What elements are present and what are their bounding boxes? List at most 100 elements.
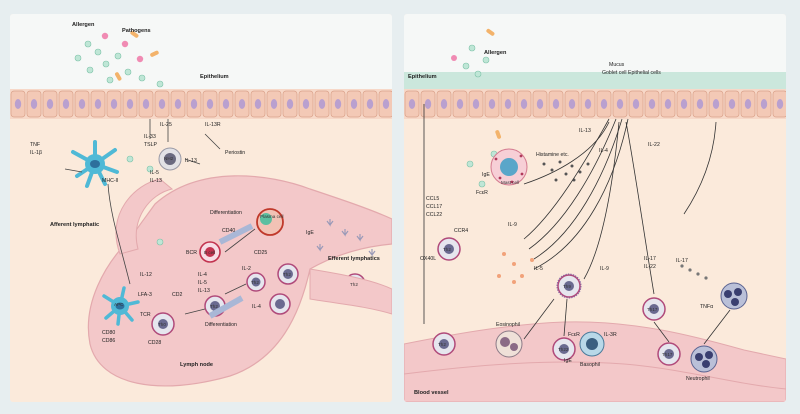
- label-il9b: IL-9: [600, 266, 609, 272]
- ige-antibodies: [316, 219, 376, 257]
- label-histamine: Histamine etc.: [536, 152, 569, 158]
- il17-dots: [680, 264, 708, 280]
- epithelial-nucleus: [488, 99, 496, 109]
- mucus-layer: [404, 72, 786, 90]
- label-cd40: CD40: [222, 228, 235, 234]
- epithelial-nucleus: [206, 99, 214, 109]
- differentiation-arrow-2: [208, 295, 244, 319]
- epithelial-nucleus: [382, 99, 390, 109]
- label-il25: IL-25: [160, 122, 172, 128]
- label-nh2: NH2: [164, 156, 174, 161]
- label-ccl17: CCL17: [426, 204, 442, 210]
- label-th17: Th17: [647, 307, 658, 312]
- left-panel-allergen-sensitization: Allergen Pathogens Epithelium TNF IL-1β …: [10, 14, 392, 402]
- label-il5-right: IL-5: [534, 266, 543, 272]
- epithelial-nucleus: [408, 99, 416, 109]
- label-bcell: B cell: [204, 250, 215, 255]
- apc-cell: [102, 286, 140, 326]
- epithelial-nucleus: [366, 99, 374, 109]
- label-tnfa: TNFα: [700, 304, 713, 310]
- epithelial-nucleus: [568, 99, 576, 109]
- epithelial-nucleus: [440, 99, 448, 109]
- label-il13r: IL-13R: [205, 122, 221, 128]
- epithelial-nucleus: [680, 99, 688, 109]
- label-cd2: CD2: [172, 292, 182, 298]
- epithelial-cells-right: [404, 90, 786, 118]
- epithelial-nucleus: [94, 99, 102, 109]
- label-diff1: Differentiation: [210, 210, 242, 216]
- label-il13-right: IL-13: [579, 128, 591, 134]
- epithelial-nucleus: [472, 99, 480, 109]
- label-th9: Th9: [563, 284, 571, 289]
- right-diagram: Epithelium Allergen Mucus Goblet cell Ep…: [404, 14, 786, 402]
- label-mast: Mast cell: [501, 180, 519, 185]
- label-lymph-node: Lymph node: [180, 362, 213, 368]
- label-pathogens: Pathogens: [122, 28, 151, 34]
- epithelial-nucleus: [664, 99, 672, 109]
- histamine-granules: [542, 160, 590, 182]
- label-il22b: IL-22: [644, 264, 656, 270]
- label-th2-right-b: Th2: [438, 342, 446, 347]
- epithelial-nucleus: [62, 99, 70, 109]
- label-cd86: CD86: [102, 338, 115, 344]
- label-periostin: Periostin: [225, 150, 245, 156]
- label-il13: IL-13: [150, 178, 162, 184]
- label-ccl22: CCL22: [426, 212, 442, 218]
- label-epithelium-right: Epithelium: [408, 74, 437, 80]
- label-tcr: TCR: [140, 312, 151, 318]
- epithelial-nucleus: [142, 99, 150, 109]
- epithelial-nucleus: [14, 99, 22, 109]
- cytokine-dots: [497, 252, 534, 284]
- epithelial-nucleus: [350, 99, 358, 109]
- label-th17b: Th17: [662, 352, 673, 357]
- label-il22: IL-22: [648, 142, 660, 148]
- differentiation-arrow-1: [218, 223, 254, 245]
- label-il5: IL-5: [150, 170, 159, 176]
- eosinophil-cells: [495, 273, 582, 358]
- epithelial-nucleus: [270, 99, 278, 109]
- epithelium-layer: [10, 89, 392, 119]
- label-tslp: TSLP: [144, 142, 158, 148]
- flow-arrows: [64, 119, 256, 315]
- airway-lumen: [10, 14, 392, 89]
- label-il12: IL-12: [140, 272, 152, 278]
- label-tnf: TNF: [30, 142, 40, 148]
- epithelial-nucleus: [190, 99, 198, 109]
- epithelial-nucleus: [776, 99, 784, 109]
- label-fcer2: FcεR: [568, 332, 580, 338]
- label-ccr4: CCR4: [454, 228, 468, 234]
- label-il5n: IL-5: [198, 280, 207, 286]
- dendritic-cell-top: [71, 140, 119, 188]
- epithelial-nucleus: [424, 99, 432, 109]
- label-il17b: IL-17: [676, 258, 688, 264]
- right-panel-allergic-response: Epithelium Allergen Mucus Goblet cell Ep…: [404, 14, 786, 402]
- basophil-cell: [579, 331, 605, 357]
- label-ccl5: CCL5: [426, 196, 439, 202]
- label-th2d: Th2: [350, 282, 358, 287]
- epithelial-nucleus: [536, 99, 544, 109]
- epithelial-nucleus: [584, 99, 592, 109]
- label-plasma: Plasma cell: [260, 214, 284, 219]
- label-allergen: Allergen: [72, 22, 95, 28]
- label-il17: IL-17: [644, 256, 656, 262]
- label-il4-right: IL-4: [599, 148, 608, 154]
- label-il1b: IL-1β: [30, 150, 42, 156]
- ilc2-cell: [158, 147, 182, 171]
- epithelial-nucleus: [648, 99, 656, 109]
- epithelial-nucleus: [110, 99, 118, 109]
- epithelial-nucleus: [78, 99, 86, 109]
- label-mhc2: MHC-II: [102, 178, 118, 184]
- label-allergen-right: Allergen: [484, 50, 507, 56]
- epithelial-nucleus: [334, 99, 342, 109]
- label-epithelium: Epithelium: [200, 74, 229, 80]
- epithelial-nucleus: [744, 99, 752, 109]
- label-lfa: LFA-3: [138, 292, 152, 298]
- label-apc: APC: [114, 302, 124, 307]
- label-cd25: CD25: [254, 250, 267, 256]
- epithelial-nucleus: [286, 99, 294, 109]
- label-bcr: BCR: [186, 250, 197, 256]
- epithelial-nucleus: [158, 99, 166, 109]
- label-cd28: CD28: [148, 340, 161, 346]
- epithelial-nucleus: [174, 99, 182, 109]
- neutrophil-cells: [690, 282, 748, 373]
